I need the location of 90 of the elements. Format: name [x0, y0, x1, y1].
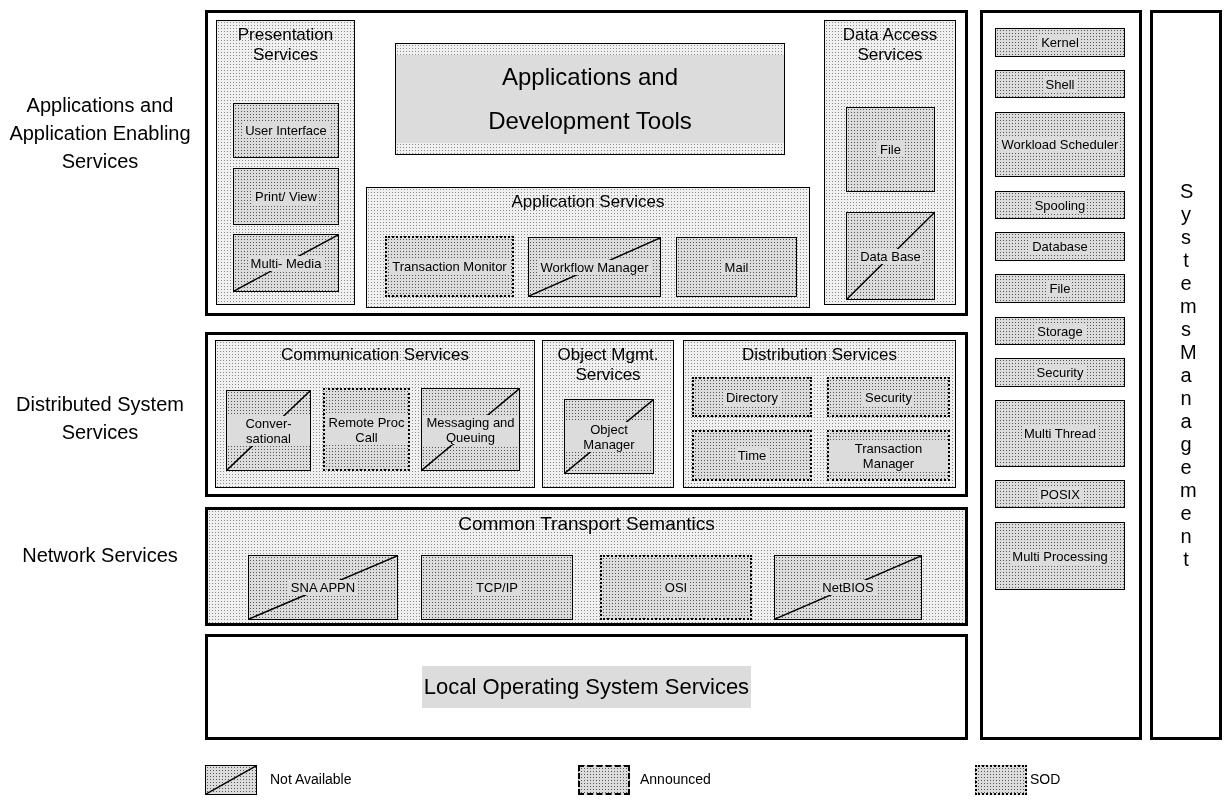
box-label: Mail — [722, 259, 751, 275]
component-box — [995, 358, 1125, 387]
box-label: File — [878, 142, 903, 157]
box-label: POSIX — [1038, 486, 1082, 502]
box-label: Multi- Media — [248, 255, 324, 271]
box-label: OSI — [662, 580, 690, 595]
group-box — [824, 20, 956, 305]
group-title: Presentation Services — [236, 25, 335, 65]
component-box — [995, 400, 1125, 467]
box-label: Database — [1030, 239, 1090, 254]
component-box — [421, 388, 520, 471]
box-label: User Interface — [243, 123, 329, 138]
box-label: Applications and Development Tools — [396, 55, 784, 143]
group-title: Distribution Services — [742, 345, 897, 365]
box-label: NetBIOS — [820, 580, 876, 595]
box-label: Conver- sational — [227, 415, 310, 446]
group-box — [366, 187, 810, 308]
layer-label: Network Services — [22, 543, 178, 568]
component-box — [205, 634, 968, 740]
group-title: Application Services — [511, 192, 665, 212]
box-label: Storage — [1035, 323, 1085, 339]
component-box — [827, 430, 950, 481]
box-label: Workflow Manager — [538, 259, 651, 275]
box-label: Data Base — [858, 248, 923, 264]
layer-label: Applications and Application Enabling Services — [8, 92, 192, 174]
box-label: Transaction Manager — [829, 440, 948, 471]
box-label: Multi Processing — [1010, 548, 1110, 564]
component-box — [692, 430, 812, 481]
box-label: Multi Thread — [1022, 426, 1098, 441]
component-box — [233, 168, 339, 225]
box-label: Directory — [724, 389, 780, 405]
component-box — [995, 191, 1125, 219]
box-label: Workload Scheduler — [999, 137, 1121, 152]
box-label: Security — [863, 389, 914, 405]
group-box — [542, 340, 674, 488]
component-box — [226, 390, 311, 471]
component-box — [995, 274, 1125, 303]
component-box — [995, 232, 1125, 261]
legend-label: SOD — [1030, 771, 1061, 787]
component-box — [995, 522, 1125, 590]
group-box — [683, 340, 956, 488]
legend-label: Announced — [640, 771, 711, 787]
group-title: Common Transport Semantics — [458, 514, 715, 534]
group-title: Object Mgmt. Services — [556, 345, 660, 385]
side-panel — [1150, 10, 1222, 740]
component-box — [846, 212, 935, 300]
box-label: Kernel — [1039, 35, 1081, 50]
component-box — [395, 43, 785, 155]
component-box — [995, 112, 1125, 177]
frame-box — [980, 10, 1142, 740]
box-label: Messaging and Queuing — [422, 414, 519, 445]
group-title: Data Access Services — [841, 25, 939, 65]
box-label: File — [1047, 281, 1073, 296]
box-label: Transaction Monitor — [390, 259, 509, 274]
component-box — [233, 234, 339, 292]
component-box — [995, 317, 1125, 345]
group-box — [205, 507, 968, 626]
group-title: Communication Services — [281, 345, 469, 365]
component-box — [827, 377, 950, 417]
frame-box — [205, 10, 968, 316]
box-label: Time — [735, 448, 769, 463]
component-box — [233, 103, 339, 158]
layer-label: Distributed System Services — [15, 392, 185, 445]
component-box — [995, 70, 1125, 98]
legend-label: Not Available — [270, 771, 352, 787]
group-box — [215, 340, 535, 488]
box-label: Security — [1034, 365, 1086, 380]
box-label: TCP/IP — [474, 580, 520, 595]
box-label: Object Manager — [565, 421, 653, 452]
component-box — [600, 555, 752, 620]
component-box — [995, 480, 1125, 508]
component-box — [528, 237, 661, 297]
box-label: Local Operating System Services — [421, 666, 752, 708]
box-label: Print/ View — [253, 189, 319, 204]
component-box — [995, 28, 1125, 57]
component-box — [421, 555, 573, 620]
component-box — [323, 388, 410, 471]
component-box — [564, 399, 654, 474]
component-box — [774, 555, 922, 620]
group-box — [216, 20, 355, 305]
component-box — [385, 236, 514, 297]
component-box — [676, 237, 797, 297]
box-label: SNA APPN — [288, 580, 358, 595]
component-box — [692, 377, 812, 417]
box-label: Remote Proc Call — [325, 414, 408, 445]
box-label: Spooling — [1032, 197, 1088, 213]
frame-box — [205, 332, 968, 497]
component-box — [846, 107, 935, 192]
component-box — [248, 555, 398, 620]
box-label: Shell — [1043, 76, 1077, 92]
